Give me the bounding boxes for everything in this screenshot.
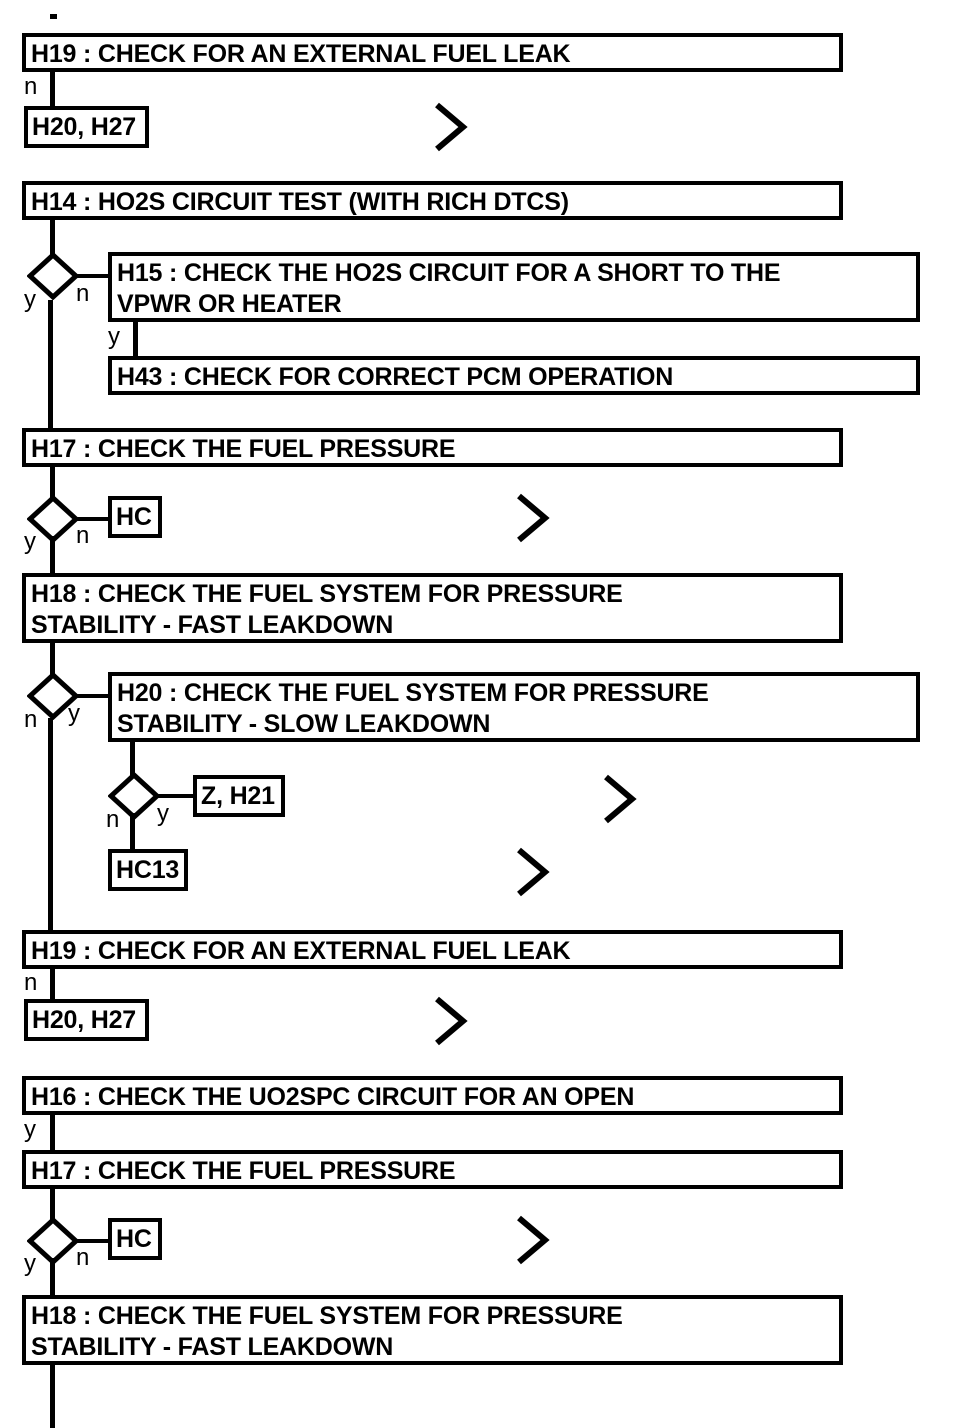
connector-h14-to-decision-1 [50, 218, 55, 256]
connector-decision1-to-h15 [74, 274, 110, 278]
node-h18-fast-leakdown-lower[interactable]: H18 : CHECK THE FUEL SYSTEM FOR PRESSURE… [22, 1295, 843, 1365]
node-h15-ho2s-short-vpwr-heater[interactable]: H15 : CHECK THE HO2S CIRCUIT FOR A SHORT… [108, 252, 920, 322]
chevron-right-icon-4 [514, 845, 552, 899]
branch-label-n-h19-lower: n [24, 969, 38, 996]
branch-label-n-decision-4: n [106, 806, 120, 833]
connector-decision4-to-z-h21 [155, 794, 195, 798]
branch-label-y-decision-4: y [157, 800, 169, 827]
connector-decision3-to-h20 [74, 694, 110, 698]
node-h17-check-fuel-pressure-lower[interactable]: H17 : CHECK THE FUEL PRESSURE [22, 1150, 843, 1189]
connector-decision2-to-hc [74, 517, 112, 521]
branch-label-y-decision-1: y [24, 286, 36, 313]
decision-diamond-3[interactable] [27, 672, 79, 720]
chevron-right-icon-3 [601, 772, 639, 826]
connector-decision5-to-hc [74, 1239, 112, 1243]
chevron-right-icon-6 [514, 1213, 552, 1267]
connector-decision4-to-hc13 [130, 813, 135, 851]
connector-h17-to-decision-2 [50, 465, 55, 500]
connector-trunk-dashed-1 [48, 300, 53, 428]
node-h19-external-fuel-leak-lower[interactable]: H19 : CHECK FOR AN EXTERNAL FUEL LEAK [22, 930, 843, 969]
connector-h19-to-h20h27-lower [50, 967, 55, 1003]
chevron-right-icon-5 [432, 994, 470, 1048]
chip-hc13[interactable]: HC13 [108, 849, 188, 891]
node-h16-uo2spc-circuit-open[interactable]: H16 : CHECK THE UO2SPC CIRCUIT FOR AN OP… [22, 1076, 843, 1115]
branch-label-y-h15: y [108, 323, 120, 350]
connector-h18-to-decision-3 [50, 641, 55, 677]
branch-label-y-decision-3: y [68, 700, 80, 727]
branch-label-y-decision-2: y [24, 528, 36, 555]
chevron-right-icon-1 [432, 100, 470, 154]
node-h19-external-fuel-leak-top[interactable]: H19 : CHECK FOR AN EXTERNAL FUEL LEAK [22, 33, 843, 72]
connector-h15-to-h43 [133, 320, 138, 358]
chip-hc-upper[interactable]: HC [108, 496, 162, 538]
connector-h16-to-h17 [50, 1113, 55, 1152]
branch-label-n-decision-2: n [76, 522, 90, 549]
connector-decision2-to-h18 [50, 536, 55, 574]
connector-h19-to-h20h27-top [50, 70, 55, 110]
chip-hc-lower[interactable]: HC [108, 1218, 162, 1260]
branch-label-n-h19-top: n [24, 73, 38, 100]
connector-h17-to-decision-5 [50, 1187, 55, 1222]
chevron-right-icon-2 [514, 491, 552, 545]
node-h18-fast-leakdown-upper[interactable]: H18 : CHECK THE FUEL SYSTEM FOR PRESSURE… [22, 573, 843, 643]
node-h14-ho2s-circuit-test[interactable]: H14 : HO2S CIRCUIT TEST (WITH RICH DTCS) [22, 181, 843, 220]
branch-label-n-decision-1: n [76, 280, 90, 307]
connector-h18-to-next-page [50, 1363, 55, 1428]
branch-label-n-decision-5: n [76, 1244, 90, 1271]
stray-tick-mark [50, 14, 57, 19]
chip-h20-h27-lower[interactable]: H20, H27 [24, 999, 149, 1041]
branch-label-y-h16: y [24, 1116, 36, 1143]
node-h20-slow-leakdown[interactable]: H20 : CHECK THE FUEL SYSTEM FOR PRESSURE… [108, 672, 920, 742]
node-h43-correct-pcm-operation[interactable]: H43 : CHECK FOR CORRECT PCM OPERATION [108, 356, 920, 395]
branch-label-y-decision-5: y [24, 1250, 36, 1277]
node-h17-check-fuel-pressure-upper[interactable]: H17 : CHECK THE FUEL PRESSURE [22, 428, 843, 467]
chip-h20-h27-top[interactable]: H20, H27 [24, 106, 149, 148]
decision-diamond-1[interactable] [27, 252, 79, 300]
branch-label-n-decision-3: n [24, 706, 38, 733]
chip-z-h21[interactable]: Z, H21 [193, 775, 285, 817]
connector-h20-to-decision-4 [130, 740, 135, 777]
connector-decision5-to-h18 [50, 1258, 55, 1296]
connector-trunk-dashed-2 [48, 718, 53, 930]
